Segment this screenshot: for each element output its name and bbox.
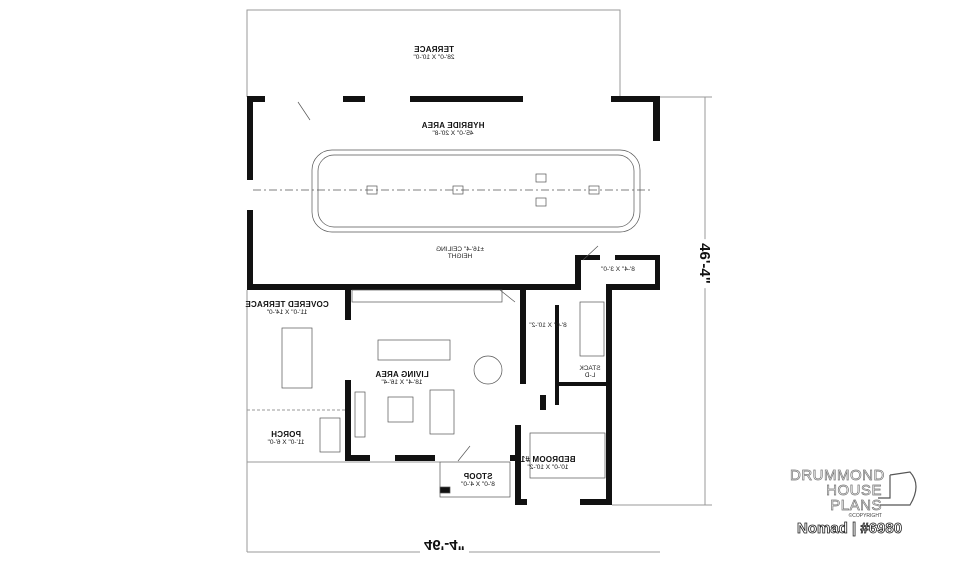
site-outline: [246, 9, 712, 552]
stack-laundry: STACK L-D: [579, 365, 601, 379]
fixtures: [253, 101, 650, 498]
room-size: 45'-0" X 20'-8": [432, 130, 474, 137]
room-size: 10'-0" X 10'-2": [527, 464, 569, 471]
room-name: LIVING AREA: [375, 370, 429, 379]
copyright: ©COPYRIGHT: [848, 513, 882, 519]
room-name: TERRACE: [413, 45, 455, 54]
room-size: 11'-0" X 14'-0": [266, 309, 308, 316]
room-name: PORCH: [271, 430, 301, 439]
room-name: HYBRIDE AREA: [421, 121, 485, 130]
room-name: COVERED TERRACE: [245, 300, 329, 309]
drummond-logo: DRUMMOND HOUSE PLANS ©COPYRIGHT: [790, 468, 925, 519]
depth-dimension: 46'-4": [695, 239, 713, 288]
logo-line-1: DRUMMOND: [790, 467, 885, 484]
room-size: 11'-0" X 6'-0": [267, 439, 305, 446]
room-bathroom: 8'-0" X 10'-2": [529, 322, 567, 329]
plan-title: Nomad | #6980: [797, 520, 903, 538]
room-size: 18'-4" X 16'-4": [381, 379, 423, 386]
walls: [247, 96, 660, 505]
width-dimension: 46'-4": [420, 536, 469, 553]
room-size: 8'-0" X 4'-0": [461, 481, 495, 488]
room-size: 28'-0" X 10'-0": [413, 54, 455, 61]
room-name: STOOP: [463, 472, 493, 481]
room-storage: 8'-4" X 3'-0": [601, 266, 635, 273]
ceiling-height-note: ±16'-4" CEILING HEIGHT: [436, 246, 484, 260]
room-name: BEDROOM #1: [520, 455, 576, 464]
logo-mark: [878, 471, 917, 506]
logo-line-2: HOUSE PLANS: [826, 482, 882, 514]
